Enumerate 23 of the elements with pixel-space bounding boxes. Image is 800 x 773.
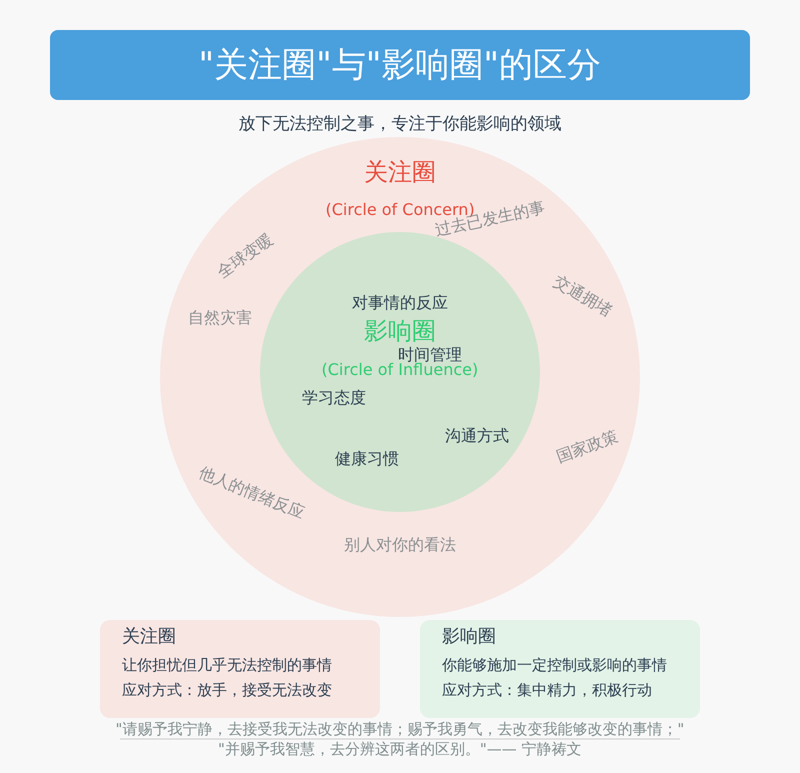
ring-item: 交通拥堵	[550, 270, 616, 320]
ring-item: 自然灾害	[188, 308, 252, 327]
quote-line: "并赐予我智慧，去分辨这两者的区别。"—— 宁静祷文	[218, 740, 582, 758]
card-heading: 关注圈	[122, 626, 176, 648]
circle-item: 学习态度	[302, 388, 366, 407]
ring-item: 他人的情绪反应	[196, 462, 308, 522]
card-text: 应对方式：放手，接受无法改变	[122, 681, 332, 699]
card-text: 应对方式：集中精力，积极行动	[442, 681, 652, 699]
ring-item: 全球变暖	[213, 228, 277, 282]
circle-item: 时间管理	[398, 344, 462, 364]
circle-title: 影响圈	[364, 316, 436, 346]
card-text: 让你担忧但几乎无法控制的事情	[122, 656, 332, 674]
circle-item: 健康习惯	[335, 448, 399, 468]
card-heading: 影响圈	[442, 626, 496, 648]
ring-item: 国家政策	[554, 426, 620, 466]
card-text: 你能够施加一定控制或影响的事情	[442, 656, 667, 674]
ring-item: 别人对你的看法	[344, 534, 456, 554]
quote-line: "请赐予我宁静，去接受我无法改变的事情；赐予我勇气，去改变我能够改变的事情；"	[116, 720, 684, 738]
circle-title: 关注圈	[364, 158, 436, 186]
circle-item: 沟通方式	[445, 426, 509, 445]
circle-item: 对事情的反应	[352, 292, 448, 312]
subtitle: 放下无法控制之事，专注于你能影响的领域	[238, 114, 562, 134]
page-title: "关注圈"与"影响圈"的区分	[198, 44, 602, 86]
